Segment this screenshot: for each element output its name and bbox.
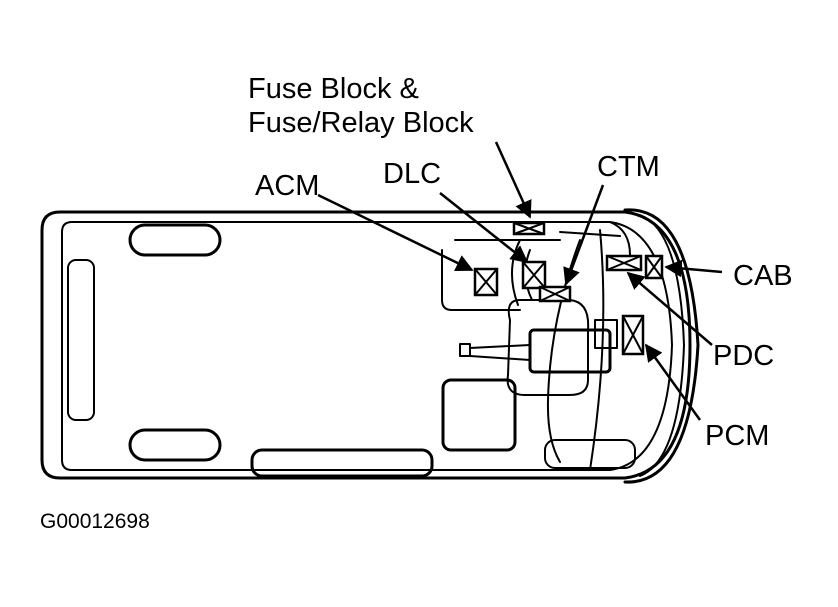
leader-pcm xyxy=(644,343,702,421)
component-cab-box xyxy=(644,254,664,280)
leader-fuse-block xyxy=(494,141,532,219)
leader-lines xyxy=(317,141,723,421)
label-acm: ACM xyxy=(255,170,319,202)
label-pcm: PCM xyxy=(705,420,769,452)
engine-compartment xyxy=(441,221,631,471)
component-ctm-box xyxy=(538,285,572,303)
component-acm-box xyxy=(473,267,499,297)
wheel-wells xyxy=(128,223,636,478)
label-ctm: CTM xyxy=(597,151,660,183)
leader-dlc xyxy=(439,192,529,264)
figure-id: G00012698 xyxy=(40,510,150,533)
label-fuse-block-line1: Fuse Block & xyxy=(248,73,419,105)
vehicle-body xyxy=(40,208,700,484)
component-fuse-block-box xyxy=(512,221,546,236)
leader-cab xyxy=(664,259,723,278)
component-pcm-box xyxy=(621,314,645,356)
label-dlc: DLC xyxy=(383,158,441,190)
leader-ctm xyxy=(563,184,605,286)
component-pdc-box xyxy=(605,254,643,272)
leader-pdc xyxy=(626,271,713,346)
component-dlc-box xyxy=(521,260,547,290)
label-cab: CAB xyxy=(733,260,793,292)
leader-acm xyxy=(317,193,474,272)
label-fuse-block-line2: Fuse/Relay Block xyxy=(248,107,474,139)
label-pdc: PDC xyxy=(713,340,774,372)
